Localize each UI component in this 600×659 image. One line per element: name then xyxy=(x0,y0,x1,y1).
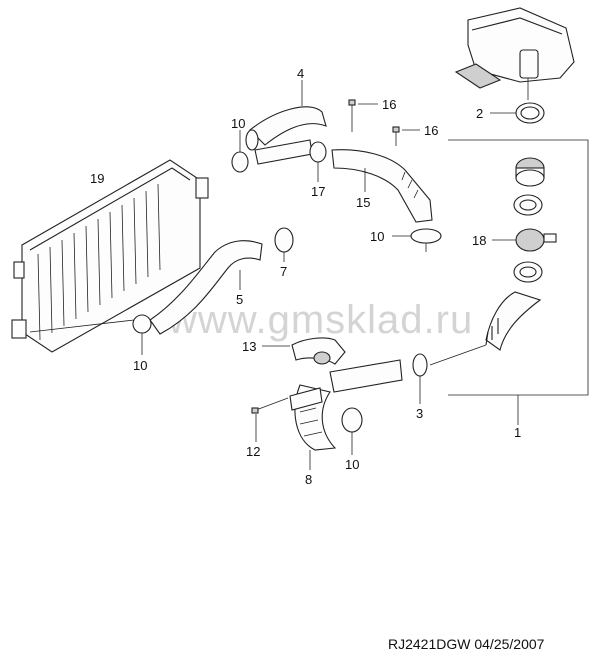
screw-part-12 xyxy=(251,397,289,442)
callout-10-bottom: 10 xyxy=(345,457,359,472)
callout-13: 13 xyxy=(242,339,256,354)
callout-10-lower: 10 xyxy=(133,358,147,373)
callout-18: 18 xyxy=(472,233,486,248)
clamp-part-10-lower xyxy=(132,314,152,355)
hose-part-4 xyxy=(245,80,327,165)
pipe-part-8 xyxy=(289,384,337,470)
callout-12: 12 xyxy=(246,444,260,459)
bolt-part-16a xyxy=(348,99,378,132)
callout-4: 4 xyxy=(297,66,304,81)
callout-10-upper: 10 xyxy=(231,116,245,131)
callout-17: 17 xyxy=(311,184,325,199)
clamp-part-7 xyxy=(274,227,294,262)
clamp-part-17 xyxy=(309,141,327,182)
callout-16a: 16 xyxy=(382,97,396,112)
callout-8: 8 xyxy=(305,472,312,487)
intercooler-fins xyxy=(37,183,161,341)
hose-part-15 xyxy=(331,149,433,223)
hose-part-13 xyxy=(262,337,346,365)
clamp-part-2 xyxy=(490,102,545,124)
callout-19: 19 xyxy=(90,171,104,186)
callout-5: 5 xyxy=(236,292,243,307)
callout-15: 15 xyxy=(356,195,370,210)
bolt-part-16b xyxy=(392,126,420,146)
callout-7: 7 xyxy=(280,264,287,279)
watermark: www.gmsklad.ru xyxy=(167,298,473,342)
clamp-part-10-upper xyxy=(231,130,249,173)
callout-1: 1 xyxy=(514,425,521,440)
intercooler xyxy=(11,159,209,353)
air-cleaner-housing xyxy=(454,7,575,100)
drawing-code: RJ2421DGW xyxy=(388,636,471,652)
clamp-part-10-right xyxy=(392,228,442,252)
callout-2: 2 xyxy=(476,106,483,121)
callout-3: 3 xyxy=(416,406,423,421)
clamp-part-10-bottom xyxy=(341,407,363,455)
drawing-date: 04/25/2007 xyxy=(474,636,545,652)
callout-10-right: 10 xyxy=(370,229,384,244)
resonator-assembly xyxy=(485,157,557,351)
drawing-footer: RJ2421DGW 04/25/2007 xyxy=(388,636,544,652)
callout-16b: 16 xyxy=(424,123,438,138)
duct-part-3 xyxy=(329,344,487,404)
hose-part-5 xyxy=(149,240,263,335)
